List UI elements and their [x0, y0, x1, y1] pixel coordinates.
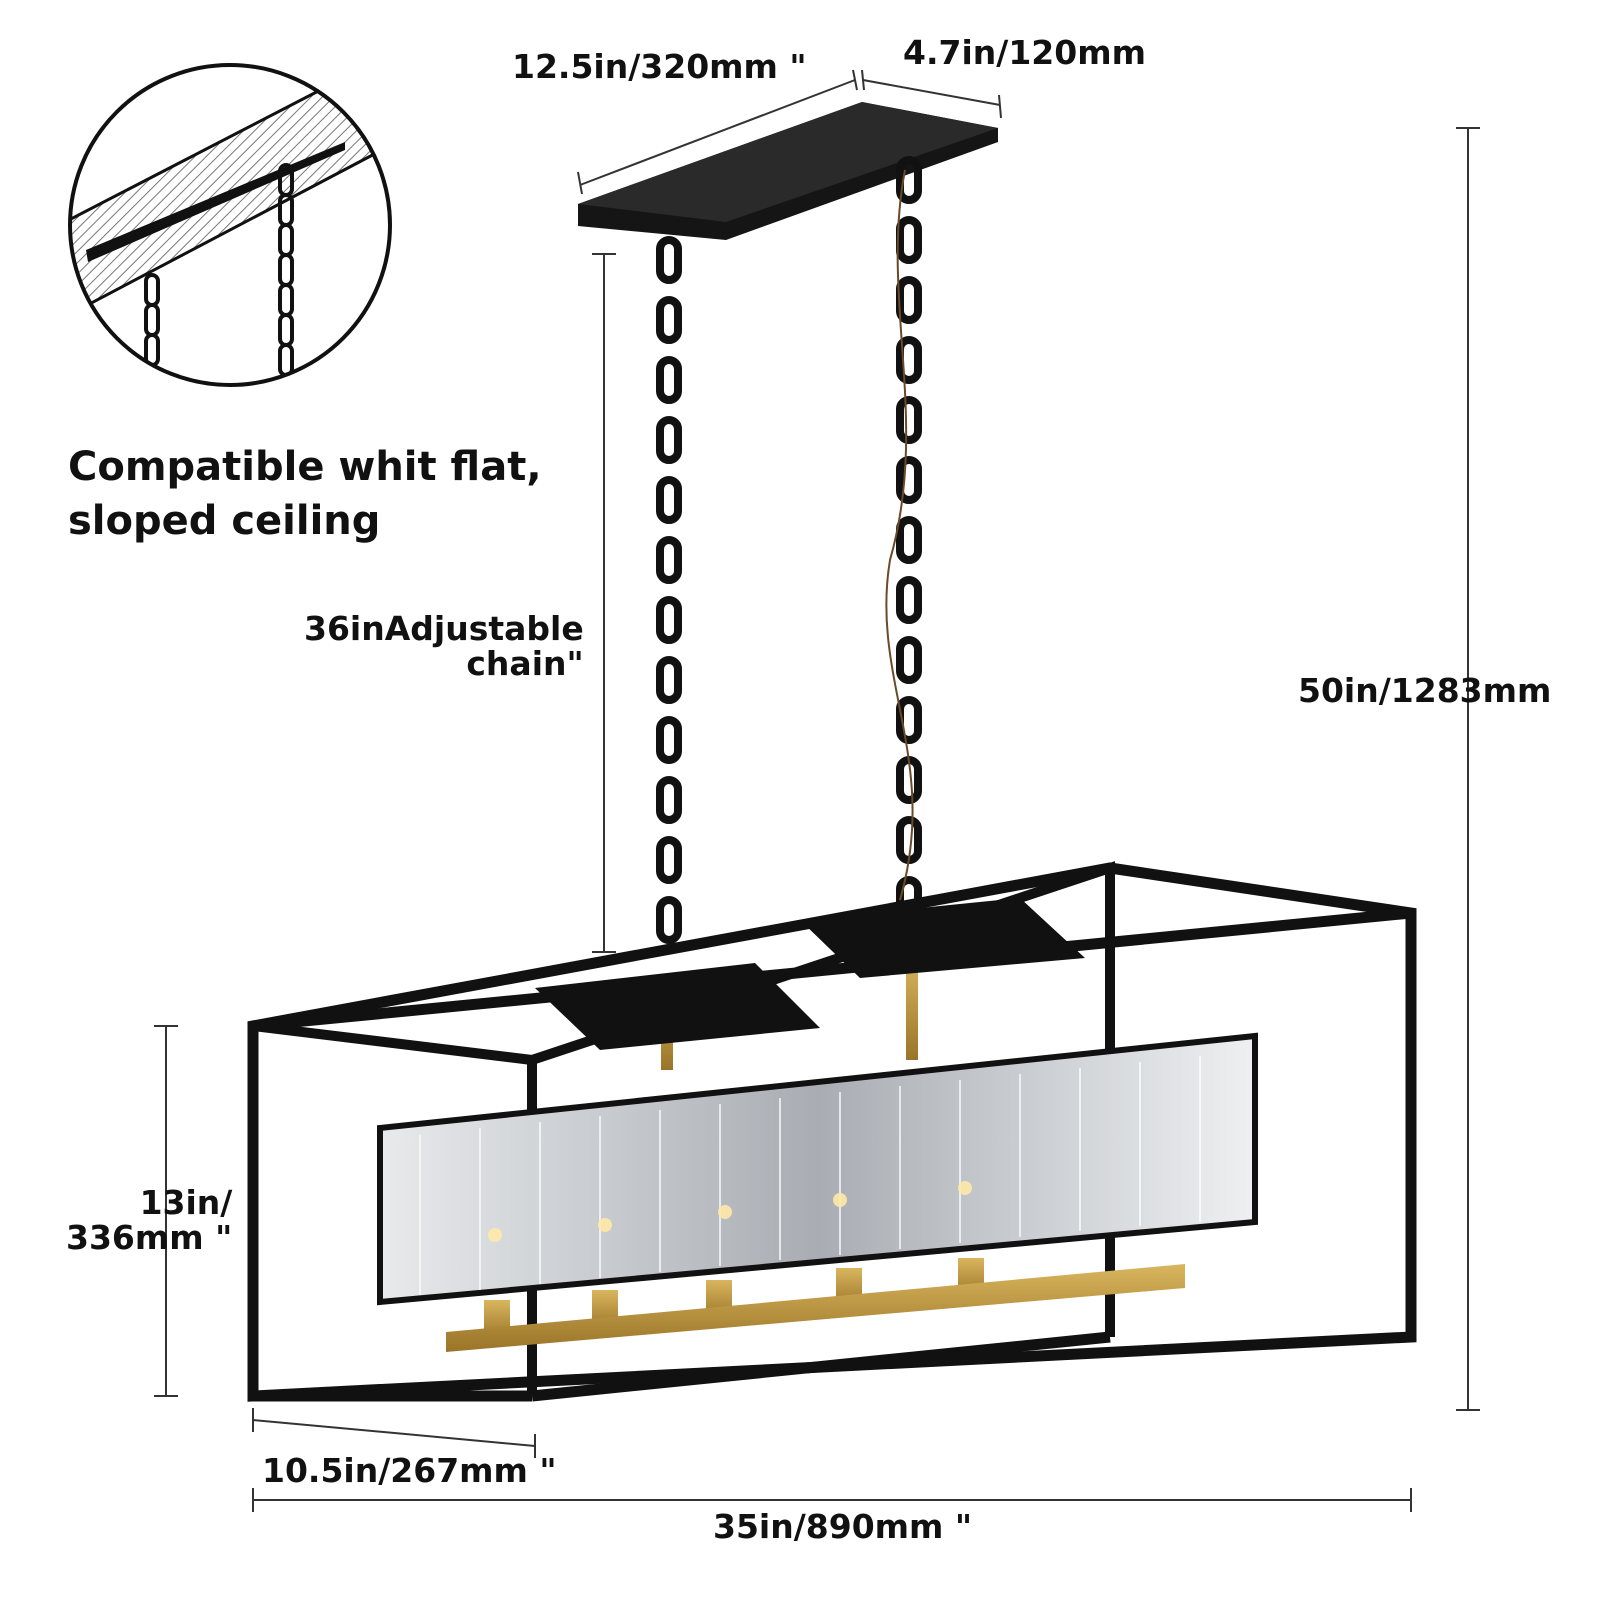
crystal-shade — [377, 1032, 1258, 1306]
chain-label-line2: chain" — [466, 643, 584, 683]
width-dimension-line — [252, 1488, 1412, 1512]
power-wire — [885, 169, 914, 901]
body-height-dimension-line — [154, 1025, 178, 1397]
depth-label: 10.5in/267mm " — [262, 1451, 557, 1490]
sloped-ceiling-inset — [68, 63, 392, 387]
outer-frame-front — [247, 862, 1417, 1402]
body-height-line2: 336mm " — [66, 1217, 233, 1257]
chain-length-label: 36inAdjustable chain" — [304, 609, 584, 683]
suspension-chains — [656, 156, 922, 944]
top-length-label: 12.5in/320mm " — [512, 47, 807, 86]
width-label: 35in/890mm " — [713, 1507, 973, 1546]
chain-label-line1: 36inAdjustable — [304, 609, 584, 648]
ceiling-note-line2: sloped ceiling — [68, 498, 381, 544]
chain-dimension-line — [592, 253, 616, 953]
ceiling-canopy — [578, 102, 998, 240]
overall-height-label: 50in/1283mm — [1298, 671, 1552, 710]
overall-height-dimension-line — [1456, 127, 1480, 1411]
ceiling-note-line1: Compatible whit flat, — [68, 444, 542, 490]
depth-dimension-line — [252, 1408, 536, 1458]
canopy-dimension-lines — [577, 69, 1002, 195]
ceiling-compatibility-note: Compatible whit flat, sloped ceiling — [68, 440, 542, 548]
body-height-line1: 13in/ — [139, 1183, 233, 1222]
body-height-label: 13in/ 336mm " — [66, 1183, 233, 1257]
top-width-label: 4.7in/120mm — [903, 33, 1146, 72]
brass-candle-sockets — [446, 1258, 1185, 1352]
